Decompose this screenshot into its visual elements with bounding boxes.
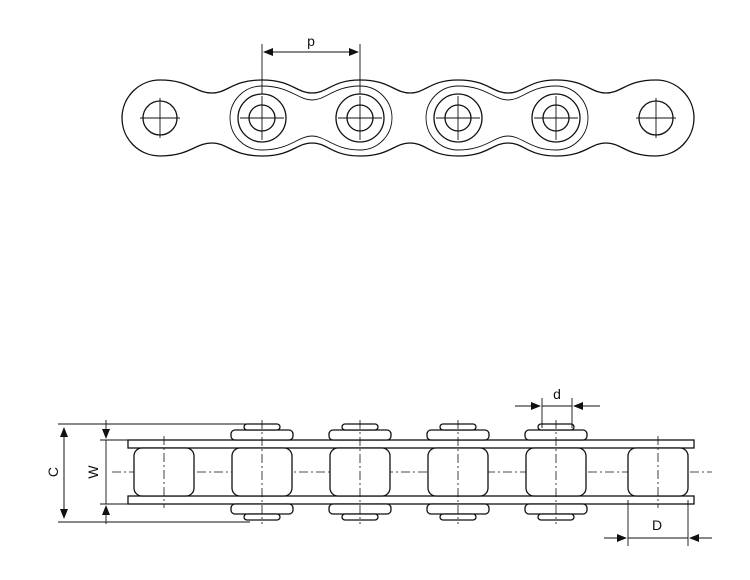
pin-joint-1 bbox=[140, 98, 180, 138]
pin-joint-3 bbox=[335, 93, 385, 143]
plate-bar-bottom bbox=[127, 495, 695, 505]
roller-diameter-label: D bbox=[652, 517, 662, 533]
pin-diameter-label: d bbox=[553, 386, 561, 402]
pitch-label: p bbox=[307, 33, 315, 49]
inner-width-dimension: W bbox=[85, 420, 130, 524]
pin-joint-5 bbox=[531, 93, 581, 143]
pin-joint-4 bbox=[433, 93, 483, 143]
pitch-dimension: p bbox=[261, 33, 361, 94]
overall-width-label: C bbox=[45, 467, 61, 477]
plate-bar-top bbox=[127, 439, 695, 449]
roller-axes bbox=[163, 420, 659, 524]
pin-joint-2 bbox=[237, 93, 287, 143]
chain-top-view: C W d D bbox=[45, 386, 712, 546]
chain-side-view: p bbox=[121, 33, 695, 157]
inner-link-plate-1 bbox=[229, 85, 393, 151]
overall-width-dimension: C bbox=[45, 423, 250, 523]
inner-width-label: W bbox=[85, 465, 101, 479]
pin-diameter-dimension: d bbox=[515, 386, 600, 428]
chain-outline bbox=[121, 79, 695, 157]
inner-link-plate-2 bbox=[425, 85, 589, 151]
roller-diameter-dimension: D bbox=[604, 500, 712, 546]
pin-joint-6 bbox=[636, 98, 676, 138]
